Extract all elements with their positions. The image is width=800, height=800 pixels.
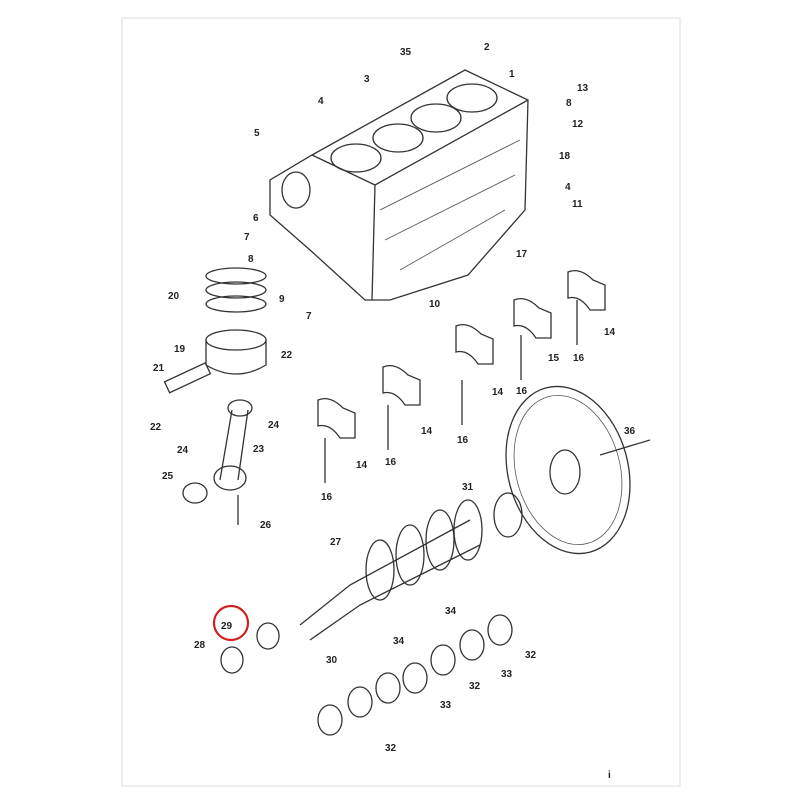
callout-29: 29	[221, 621, 233, 632]
callout-14: 14	[492, 387, 504, 398]
flywheel	[505, 385, 651, 555]
callout-19: 19	[174, 344, 186, 355]
engine-block	[269, 69, 529, 301]
callout-14: 14	[421, 426, 433, 437]
callout-17: 17	[516, 249, 528, 260]
callout-13: 13	[577, 83, 589, 94]
page-mark: i	[608, 770, 611, 781]
callout-6: 6	[253, 213, 259, 224]
callout-4: 4	[318, 96, 324, 107]
piston-assembly	[163, 267, 267, 525]
callout-14: 14	[604, 327, 616, 338]
callout-23: 23	[253, 444, 265, 455]
callout-27: 27	[330, 537, 342, 548]
callout-31: 31	[462, 482, 474, 493]
callout-8: 8	[248, 254, 254, 265]
callout-5: 5	[254, 128, 260, 139]
callout-16: 16	[516, 386, 528, 397]
callout-24: 24	[268, 420, 280, 431]
callout-9: 9	[279, 294, 285, 305]
callout-35: 35	[400, 47, 412, 58]
callout-34: 34	[393, 636, 405, 647]
highlight-circle	[212, 604, 250, 642]
callout-33: 33	[440, 700, 452, 711]
callout-15: 15	[548, 353, 560, 364]
callout-1: 1	[509, 69, 515, 80]
callout-25: 25	[162, 471, 174, 482]
callout-8: 8	[566, 98, 572, 109]
callout-30: 30	[326, 655, 338, 666]
callout-16: 16	[321, 492, 333, 503]
callout-11: 11	[572, 199, 583, 210]
callout-32: 32	[469, 681, 481, 692]
callout-32: 32	[525, 650, 537, 661]
main-bearing-caps	[317, 269, 606, 483]
callout-34: 34	[445, 606, 457, 617]
callout-32: 32	[385, 743, 397, 754]
page-frame	[121, 17, 681, 787]
callout-18: 18	[559, 151, 571, 162]
callout-36: 36	[624, 426, 636, 437]
callout-26: 26	[260, 520, 272, 531]
callout-14: 14	[356, 460, 368, 471]
callout-20: 20	[168, 291, 180, 302]
callout-21: 21	[153, 363, 165, 374]
callout-16: 16	[457, 435, 469, 446]
callout-10: 10	[429, 299, 441, 310]
callout-12: 12	[572, 119, 584, 130]
callout-16: 16	[573, 353, 585, 364]
callout-24: 24	[177, 445, 189, 456]
callout-7: 7	[244, 232, 250, 243]
bearings	[212, 604, 513, 736]
callout-22: 22	[281, 350, 293, 361]
crankshaft	[299, 492, 523, 641]
callout-16: 16	[385, 457, 397, 468]
callout-3: 3	[364, 74, 370, 85]
callout-4: 4	[565, 182, 571, 193]
callout-7: 7	[306, 311, 312, 322]
callout-22: 22	[150, 422, 162, 433]
callout-2: 2	[484, 42, 490, 53]
callout-28: 28	[194, 640, 206, 651]
callout-33: 33	[501, 669, 513, 680]
